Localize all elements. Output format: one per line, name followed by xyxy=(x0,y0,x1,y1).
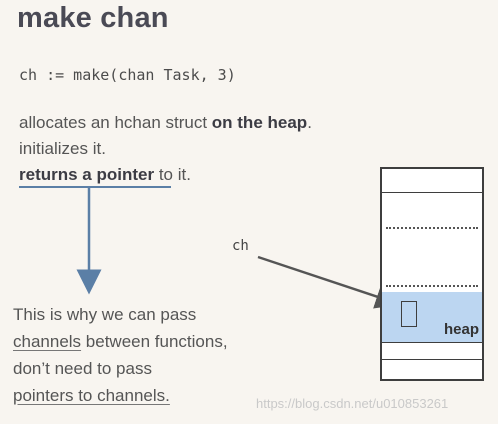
explanation-line-1: This is why we can pass xyxy=(13,305,197,324)
stack-divider xyxy=(382,192,482,193)
explanation-line-3: don’t need to pass xyxy=(13,359,152,378)
channels-link-text: channels xyxy=(13,332,82,351)
dotted-divider-2 xyxy=(386,285,478,287)
heap-label: heap xyxy=(443,321,479,338)
desc-line-1-end: . xyxy=(307,113,312,132)
explanation-line-2: channels between functions, xyxy=(13,328,228,355)
ch-variable-label: ch xyxy=(232,238,249,254)
hchan-struct xyxy=(401,301,417,327)
slide-title: make chan xyxy=(17,2,169,34)
bottom-divider xyxy=(382,359,482,360)
explanation-line-4: pointers to channels. xyxy=(13,382,228,409)
desc-line-1: allocates an hchan struct on the heap. xyxy=(19,110,312,136)
heap-bottom-line xyxy=(382,342,482,343)
memory-diagram: heap xyxy=(380,167,484,381)
heap-region: heap xyxy=(382,292,482,342)
dotted-divider-1 xyxy=(386,227,478,229)
desc-line-2: initializes it. xyxy=(19,139,106,158)
explanation-text: This is why we can pass channels between… xyxy=(13,301,228,409)
ch-pointer-arrow xyxy=(257,255,401,309)
code-snippet: ch := make(chan Task, 3) xyxy=(19,66,236,84)
description: allocates an hchan struct on the heap. i… xyxy=(19,110,312,188)
desc-line-1-bold: on the heap xyxy=(211,113,308,132)
desc-line-3-text: to it. xyxy=(154,165,191,184)
watermark: https://blog.csdn.net/u010853261 xyxy=(256,396,449,411)
pointers-link-text: pointers to channels. xyxy=(13,386,170,405)
pointer-underline xyxy=(19,186,171,188)
desc-line-1-text: allocates an hchan struct xyxy=(19,113,212,132)
explanation-line-2-text: between functions, xyxy=(81,332,228,351)
desc-line-3-bold: returns a pointer xyxy=(19,165,155,184)
desc-line-3: returns a pointer to it. xyxy=(19,162,312,188)
